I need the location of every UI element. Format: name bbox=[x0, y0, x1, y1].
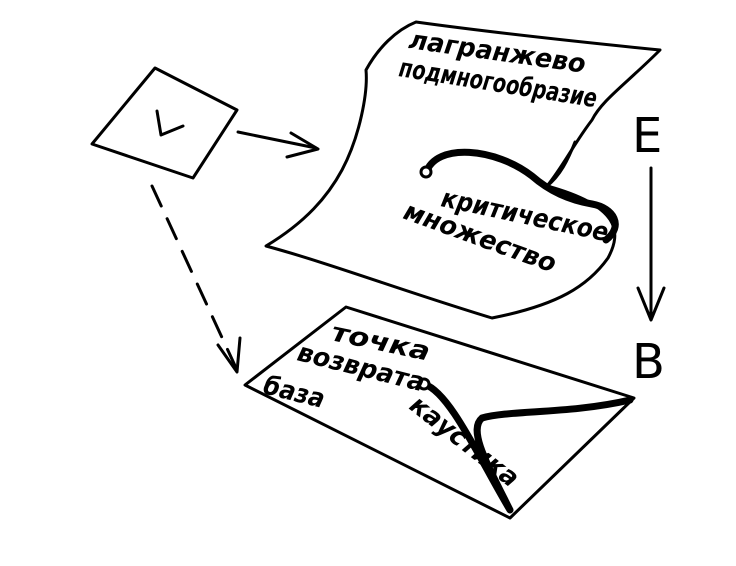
dashed-arrow-shaft bbox=[150, 184, 239, 372]
caustic-curve bbox=[420, 380, 634, 514]
arrow-head bbox=[285, 131, 320, 159]
small-square-label: L bbox=[0, 0, 1, 1]
top-sheet-fold bbox=[545, 140, 577, 188]
space-B-label: B bbox=[632, 334, 665, 390]
small-square-glyph bbox=[155, 109, 185, 137]
cusp-point bbox=[417, 377, 431, 391]
base-sheet-outline bbox=[243, 305, 636, 520]
caustic-label: каустика bbox=[404, 390, 525, 494]
arrow-square-to-sheet bbox=[236, 130, 320, 159]
critical-curve bbox=[422, 148, 619, 244]
critical-curve-endpoint bbox=[419, 165, 433, 179]
space-E-label: E bbox=[632, 108, 662, 164]
small-square bbox=[90, 66, 239, 180]
dashed-arrow-square-to-base bbox=[150, 184, 242, 374]
top-sheet-outline bbox=[264, 20, 662, 320]
base-label: база bbox=[260, 371, 327, 415]
base-sheet-group: точка возврата база каустика bbox=[243, 305, 636, 520]
small-square-group: L bbox=[0, 0, 239, 180]
dashed-arrow-head bbox=[216, 336, 242, 374]
projection-arrow-head bbox=[636, 286, 666, 322]
projection-E-to-B: E B bbox=[632, 108, 666, 390]
arrow-shaft bbox=[236, 130, 318, 150]
top-sheet-group: лагранжево подмногообразие критическое м… bbox=[264, 20, 662, 320]
